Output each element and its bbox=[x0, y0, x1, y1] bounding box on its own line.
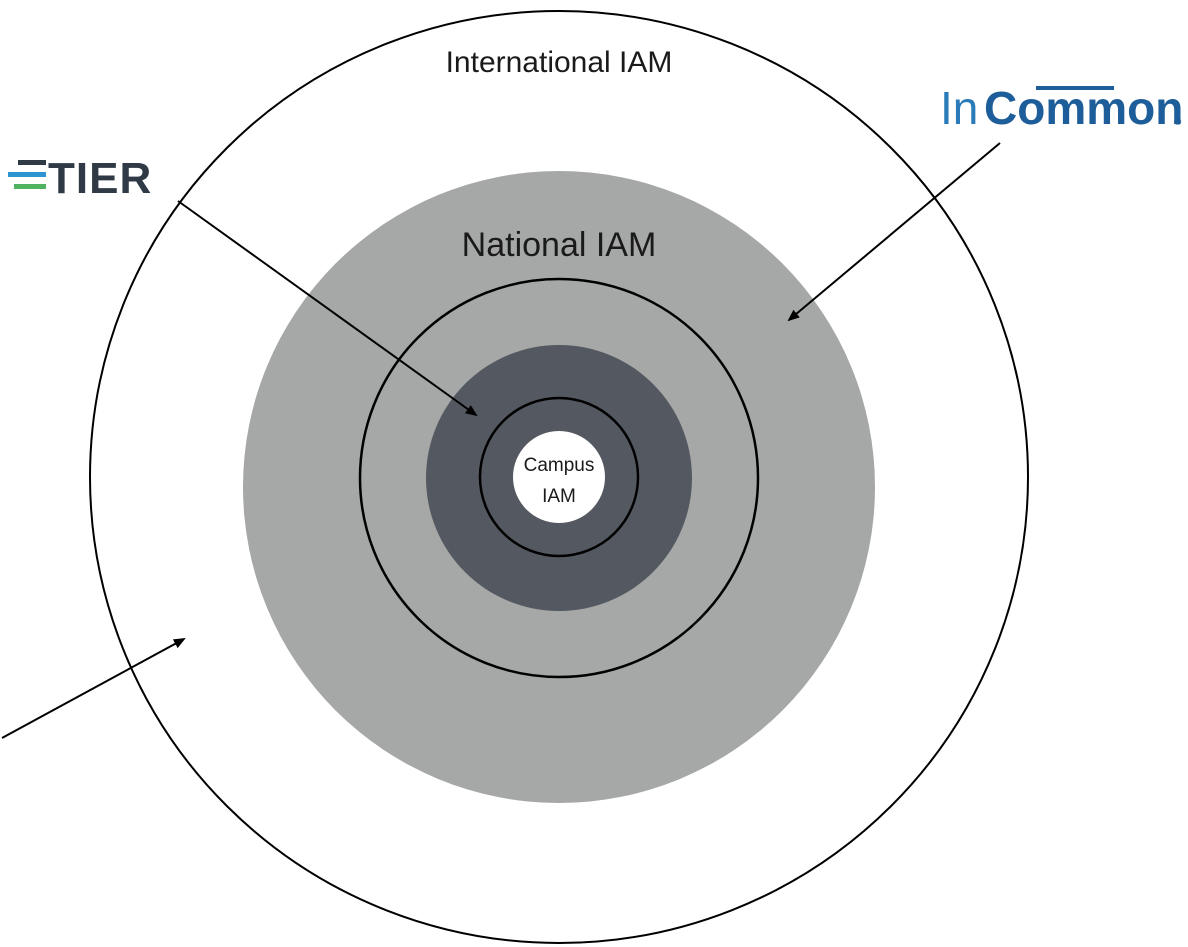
national-iam-label: National IAM bbox=[462, 226, 657, 264]
campus-ring bbox=[478, 396, 640, 558]
tier-logo-text: TIER bbox=[48, 154, 152, 203]
campus-iam-label-line2: IAM bbox=[542, 486, 576, 507]
incommon-logo-common: Common bbox=[984, 82, 1183, 134]
tier-arrow bbox=[177, 200, 478, 417]
incommon-overline bbox=[1036, 86, 1114, 90]
international-iam-label: International IAM bbox=[446, 46, 673, 79]
incommon-logo: In Common ® bbox=[940, 82, 1183, 134]
campus-iam-label-line1: Campus bbox=[524, 455, 595, 476]
tier-bar-blue bbox=[8, 172, 46, 177]
tier-bar-top bbox=[18, 160, 46, 165]
national-inner-ring bbox=[358, 277, 760, 679]
campus-core bbox=[513, 431, 605, 523]
incommon-logo-registered: ® bbox=[1174, 117, 1182, 128]
tier-logo: TIER bbox=[8, 154, 152, 203]
incommon-logo-in: In bbox=[940, 82, 978, 134]
international-arrow bbox=[1, 638, 186, 739]
tier-bar-green bbox=[14, 184, 46, 189]
incommon-arrow bbox=[787, 142, 1001, 322]
